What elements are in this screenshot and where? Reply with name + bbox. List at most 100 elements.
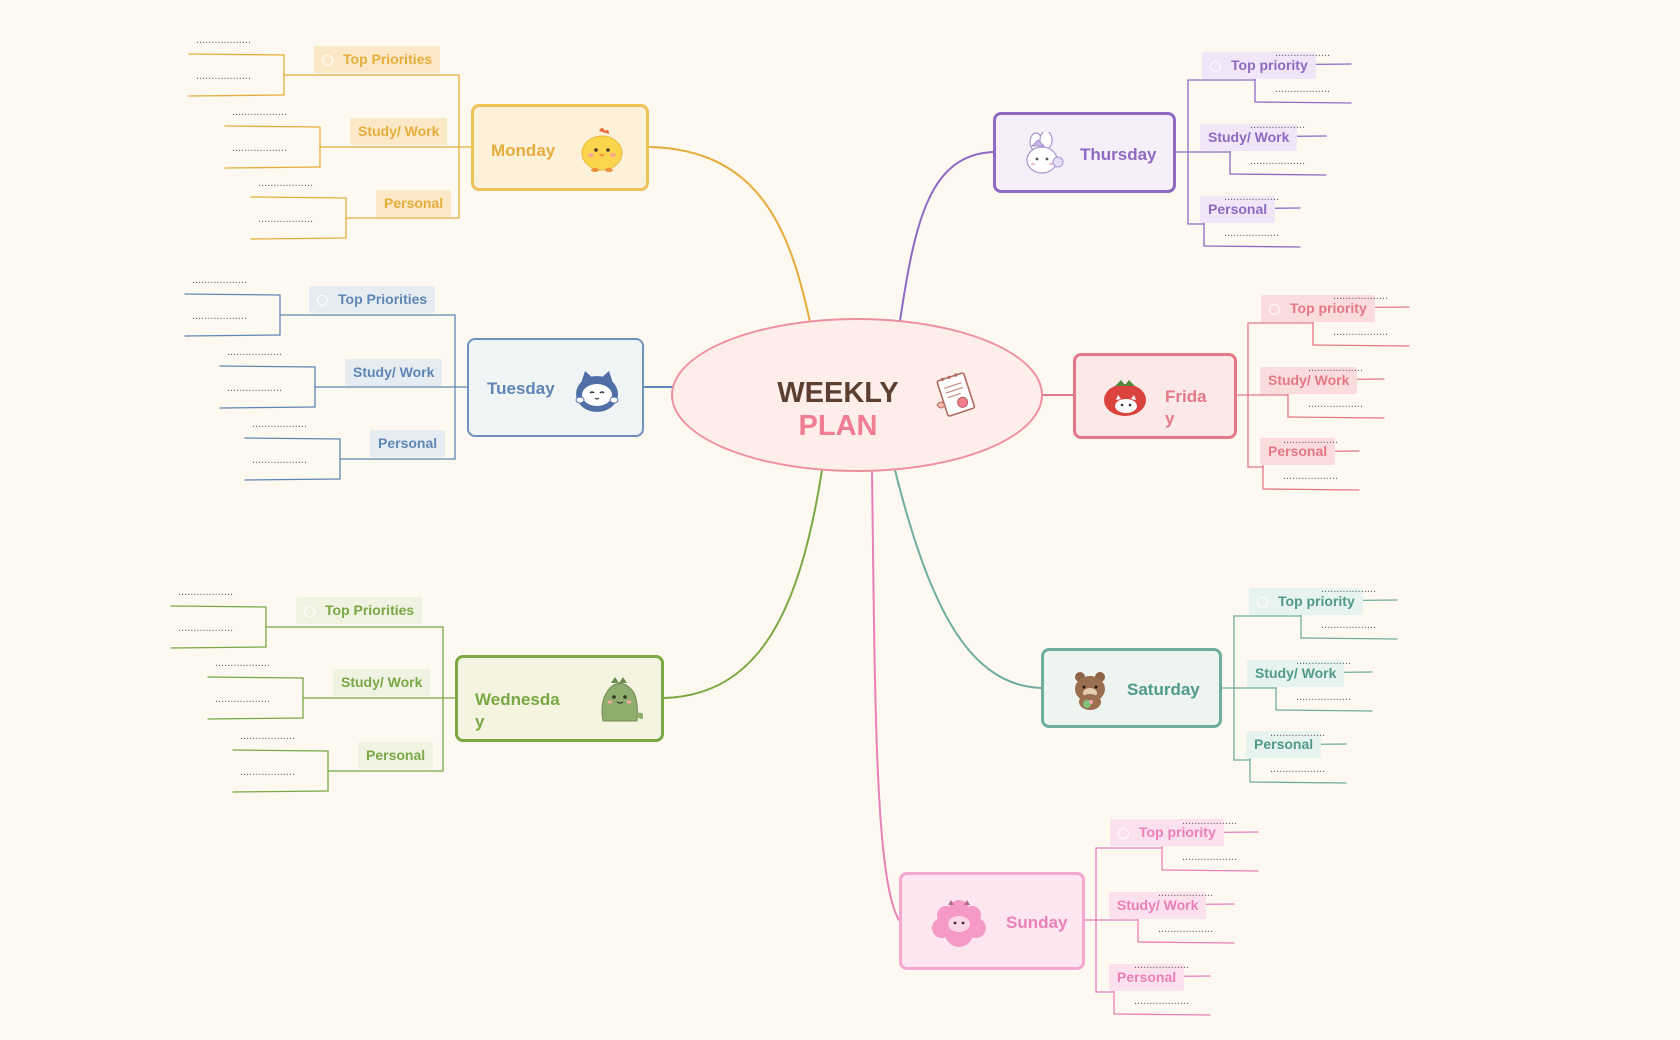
placeholder-text[interactable]: .................. xyxy=(1275,47,1331,59)
connector-line xyxy=(894,469,1042,689)
placeholder-text[interactable]: .................. xyxy=(215,657,271,669)
category-chip-monday-top-priorities[interactable]: Top Priorities xyxy=(314,46,441,73)
day-label-monday: Monday xyxy=(491,141,556,160)
placeholder-text[interactable]: .................. xyxy=(196,70,252,82)
category-chip-saturday-personal[interactable]: Personal xyxy=(1246,731,1322,758)
placeholder-text[interactable]: .................. xyxy=(1270,727,1326,739)
day-label-friday: Friday xyxy=(1165,387,1207,428)
connector-line xyxy=(188,94,285,97)
circle-icon xyxy=(317,295,328,306)
circle-icon xyxy=(1118,828,1129,839)
placeholder-text[interactable]: .................. xyxy=(1224,191,1280,203)
category-chip-wednesday-personal[interactable]: Personal xyxy=(358,742,434,769)
category-chip-thursday-personal[interactable]: Personal xyxy=(1200,196,1276,223)
category-chip-monday-study-work[interactable]: Study/ Work xyxy=(350,118,448,145)
connector-line xyxy=(1229,173,1327,176)
day-node-monday[interactable]: Monday xyxy=(471,104,649,191)
placeholder-text[interactable]: .................. xyxy=(1134,995,1190,1007)
placeholder-text[interactable]: .................. xyxy=(1321,619,1377,631)
day-node-thursday[interactable]: Thursday xyxy=(993,112,1176,193)
day-node-saturday[interactable]: Saturday xyxy=(1041,648,1222,728)
placeholder-text[interactable]: .................. xyxy=(252,454,308,466)
day-node-sunday[interactable]: Sunday xyxy=(899,872,1085,970)
day-node-tuesday[interactable]: Tuesday xyxy=(467,338,644,437)
placeholder-text[interactable]: .................. xyxy=(1182,815,1238,827)
placeholder-text[interactable]: .................. xyxy=(1134,959,1190,971)
category-chip-wednesday-top-priorities[interactable]: Top Priorities xyxy=(296,597,423,624)
category-chip-friday-study-work[interactable]: Study/ Work xyxy=(1260,367,1358,394)
day-label-tuesday: Tuesday xyxy=(487,379,555,398)
connector-line xyxy=(1249,781,1347,784)
placeholder-text[interactable]: .................. xyxy=(232,106,288,118)
connector-line xyxy=(250,237,347,240)
connector-line xyxy=(1287,416,1385,419)
placeholder-text[interactable]: .................. xyxy=(1250,119,1306,131)
connector-line xyxy=(219,406,316,409)
placeholder-text[interactable]: .................. xyxy=(1158,887,1214,899)
bear-icon xyxy=(1070,669,1112,716)
placeholder-text[interactable]: .................. xyxy=(258,177,314,189)
category-chip-sunday-top-priority[interactable]: Top priority xyxy=(1110,819,1224,846)
category-chip-tuesday-study-work[interactable]: Study/ Work xyxy=(345,359,443,386)
category-chip-sunday-study-work[interactable]: Study/ Work xyxy=(1109,892,1207,919)
placeholder-text[interactable]: .................. xyxy=(1333,290,1389,302)
placeholder-text[interactable]: .................. xyxy=(1296,691,1352,703)
placeholder-text[interactable]: .................. xyxy=(215,693,271,705)
circle-icon xyxy=(1269,304,1280,315)
day-node-friday[interactable]: Friday xyxy=(1073,353,1237,439)
connector-line xyxy=(170,646,267,649)
placeholder-text[interactable]: .................. xyxy=(178,586,234,598)
placeholder-text[interactable]: .................. xyxy=(1283,470,1339,482)
placeholder-text[interactable]: .................. xyxy=(1308,362,1364,374)
category-chip-friday-top-priority[interactable]: Top priority xyxy=(1261,295,1375,322)
placeholder-text[interactable]: .................. xyxy=(1250,155,1306,167)
day-label-saturday: Saturday xyxy=(1127,680,1200,699)
day-label-sunday: Sunday xyxy=(1006,913,1068,932)
circle-icon xyxy=(1257,597,1268,608)
placeholder-text[interactable]: .................. xyxy=(258,213,314,225)
connector-line xyxy=(1161,869,1259,872)
category-chip-thursday-study-work[interactable]: Study/ Work xyxy=(1200,124,1298,151)
category-chip-tuesday-top-priorities[interactable]: Top Priorities xyxy=(309,286,436,313)
placeholder-text[interactable]: .................. xyxy=(252,418,308,430)
placeholder-text[interactable]: .................. xyxy=(196,34,252,46)
connector-line xyxy=(219,365,316,368)
day-node-wednesday[interactable]: Wednesday xyxy=(455,655,664,742)
placeholder-text[interactable]: .................. xyxy=(1182,851,1238,863)
placeholder-text[interactable]: .................. xyxy=(1275,83,1331,95)
placeholder-text[interactable]: .................. xyxy=(1158,923,1214,935)
placeholder-text[interactable]: .................. xyxy=(1333,326,1389,338)
connector-line xyxy=(1275,709,1373,712)
connector-line xyxy=(232,749,329,752)
central-title-weekly: WEEKLY xyxy=(777,377,899,409)
placeholder-text[interactable]: .................. xyxy=(232,142,288,154)
placeholder-text[interactable]: .................. xyxy=(240,766,296,778)
placeholder-text[interactable]: .................. xyxy=(227,382,283,394)
placeholder-text[interactable]: .................. xyxy=(192,310,248,322)
circle-icon xyxy=(322,55,333,66)
placeholder-text[interactable]: .................. xyxy=(1321,583,1377,595)
placeholder-text[interactable]: .................. xyxy=(1270,763,1326,775)
category-chip-friday-personal[interactable]: Personal xyxy=(1260,438,1336,465)
category-chip-sunday-personal[interactable]: Personal xyxy=(1109,964,1185,991)
placeholder-text[interactable]: .................. xyxy=(1224,227,1280,239)
category-chip-tuesday-personal[interactable]: Personal xyxy=(370,430,446,457)
placeholder-text[interactable]: .................. xyxy=(1296,655,1352,667)
placeholder-text[interactable]: .................. xyxy=(240,730,296,742)
category-chip-saturday-study-work[interactable]: Study/ Work xyxy=(1247,660,1345,687)
connector-line xyxy=(244,478,341,481)
placeholder-text[interactable]: .................. xyxy=(178,622,234,634)
placeholder-text[interactable]: .................. xyxy=(1283,434,1339,446)
category-chip-monday-personal[interactable]: Personal xyxy=(376,190,452,217)
category-chip-thursday-top-priority[interactable]: Top priority xyxy=(1202,52,1316,79)
day-label-thursday: Thursday xyxy=(1080,145,1157,164)
connector-line xyxy=(663,469,823,699)
category-chip-saturday-top-priority[interactable]: Top priority xyxy=(1249,588,1363,615)
central-node[interactable]: WEEKLY PLAN xyxy=(671,318,1043,472)
placeholder-text[interactable]: .................. xyxy=(227,346,283,358)
placeholder-text[interactable]: .................. xyxy=(1308,398,1364,410)
category-chip-wednesday-study-work[interactable]: Study/ Work xyxy=(333,669,431,696)
connector-line xyxy=(1113,1013,1211,1016)
placeholder-text[interactable]: .................. xyxy=(192,274,248,286)
